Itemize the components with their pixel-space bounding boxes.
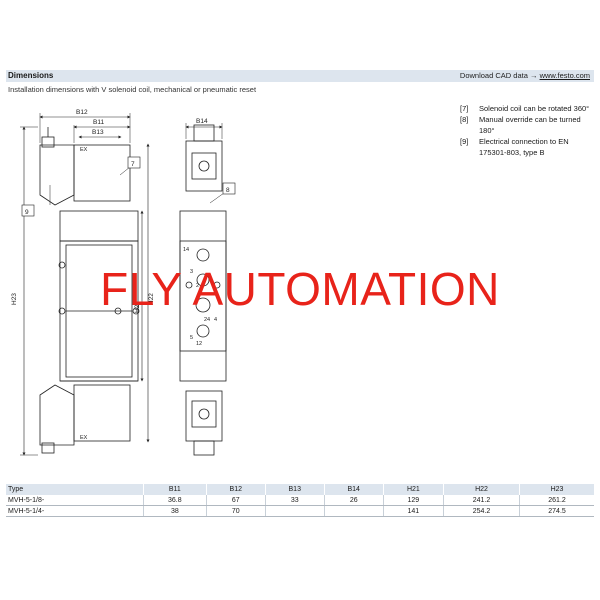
cad-download-link[interactable]: www.festo.com	[539, 71, 590, 80]
table-cell: 274.5	[519, 505, 594, 517]
dim-h22-label: H22	[148, 293, 155, 305]
table-row: MVH-5-1/8- 36.8 67 33 26 129 241.2 261.2	[6, 495, 594, 506]
bottom-plug-connector	[39, 384, 75, 446]
table-header-row: Type B11 B12 B13 B14 H21 H22 H23	[6, 484, 594, 495]
column-header: B12	[206, 484, 266, 495]
table-cell	[324, 505, 384, 517]
bottom-coil	[73, 384, 131, 442]
dimensions-table: Type B11 B12 B13 B14 H21 H22 H23 MVH-5-1…	[6, 484, 594, 517]
badge-top: EX	[80, 147, 88, 153]
dim-b12-label: B12	[76, 109, 88, 116]
callout-9-box	[21, 204, 35, 217]
side-coil-bottom	[185, 390, 223, 442]
table-cell: 67	[206, 495, 266, 506]
table-cell: 129	[383, 495, 444, 506]
table-cell: 26	[324, 495, 384, 506]
note-text: Manual override can be turned 180°	[479, 115, 581, 135]
column-header: B13	[265, 484, 325, 495]
dim-b14-label: B14	[196, 118, 208, 125]
watermark: FLY AUTOMATION	[100, 263, 500, 315]
port-14-label: 14	[183, 247, 189, 253]
table-cell	[265, 505, 325, 517]
cad-download: Download CAD data → www.festo.com	[460, 71, 590, 80]
top-coil	[73, 144, 131, 202]
port-4-label: 4	[214, 317, 217, 323]
badge-bottom: EX	[80, 435, 88, 441]
note-text: Electrical connection to EN 175301-803, …	[479, 137, 569, 157]
header-bar	[6, 70, 594, 82]
table-cell: 261.2	[519, 495, 594, 506]
note-text: Solenoid coil can be rotated 360°	[479, 104, 590, 113]
callout-8-box	[222, 182, 236, 195]
port-12-label: 12	[196, 341, 202, 347]
port-3-label: 3	[190, 269, 193, 275]
note-number: [8]	[460, 115, 469, 124]
callout-8-label: 8	[226, 187, 230, 194]
table-cell: MVH-5-1/8-	[6, 495, 144, 506]
port-5-label: 5	[190, 335, 193, 341]
table-cell: 38	[143, 505, 207, 517]
table-cell: 36.8	[143, 495, 207, 506]
port-24-label: 24	[204, 317, 210, 323]
technical-drawing: 7 9 8 B12 B11 B13 B14 H23 H22 H21 EX EX …	[11, 109, 236, 456]
dim-b13-label: B13	[92, 129, 104, 136]
section-subtitle: Installation dimensions with V solenoid …	[8, 85, 257, 94]
port-14-circle	[196, 248, 210, 262]
column-header: H21	[383, 484, 444, 495]
notes-list: [7] Solenoid coil can be rotated 360° [8…	[460, 103, 595, 158]
note-item: [8] Manual override can be turned 180°	[460, 114, 595, 136]
callout-7-label: 7	[131, 161, 135, 168]
note-item: [9] Electrical connection to EN 175301-8…	[460, 136, 595, 158]
section-title: Dimensions	[8, 71, 54, 80]
port-2-label: 2	[196, 283, 199, 289]
column-header: B11	[143, 484, 207, 495]
top-plug-connector	[39, 144, 75, 206]
column-header: H22	[443, 484, 521, 495]
valve-body-upper	[59, 210, 139, 242]
note-number: [7]	[460, 104, 469, 113]
table-cell: 241.2	[443, 495, 521, 506]
cad-download-text: Download CAD data →	[459, 71, 538, 80]
dim-h21-label: H21	[134, 301, 141, 313]
side-coil-top	[185, 140, 223, 192]
callout-7-box	[127, 156, 141, 169]
table-row: MVH-5-1/4- 38 70 141 254.2 274.5	[6, 505, 594, 517]
note-number: [9]	[460, 137, 469, 146]
dim-h23-label: H23	[11, 293, 18, 305]
dim-b11-label: B11	[93, 119, 104, 126]
column-header: B14	[324, 484, 384, 495]
callout-9-label: 9	[25, 209, 29, 216]
table-cell: MVH-5-1/4-	[6, 505, 144, 517]
table-cell: 70	[206, 505, 266, 517]
note-item: [7] Solenoid coil can be rotated 360°	[460, 103, 595, 114]
column-header: Type	[6, 484, 144, 495]
table-cell: 254.2	[443, 505, 521, 517]
column-header: H23	[519, 484, 594, 495]
table-cell: 141	[383, 505, 444, 517]
table-cell: 33	[265, 495, 325, 506]
